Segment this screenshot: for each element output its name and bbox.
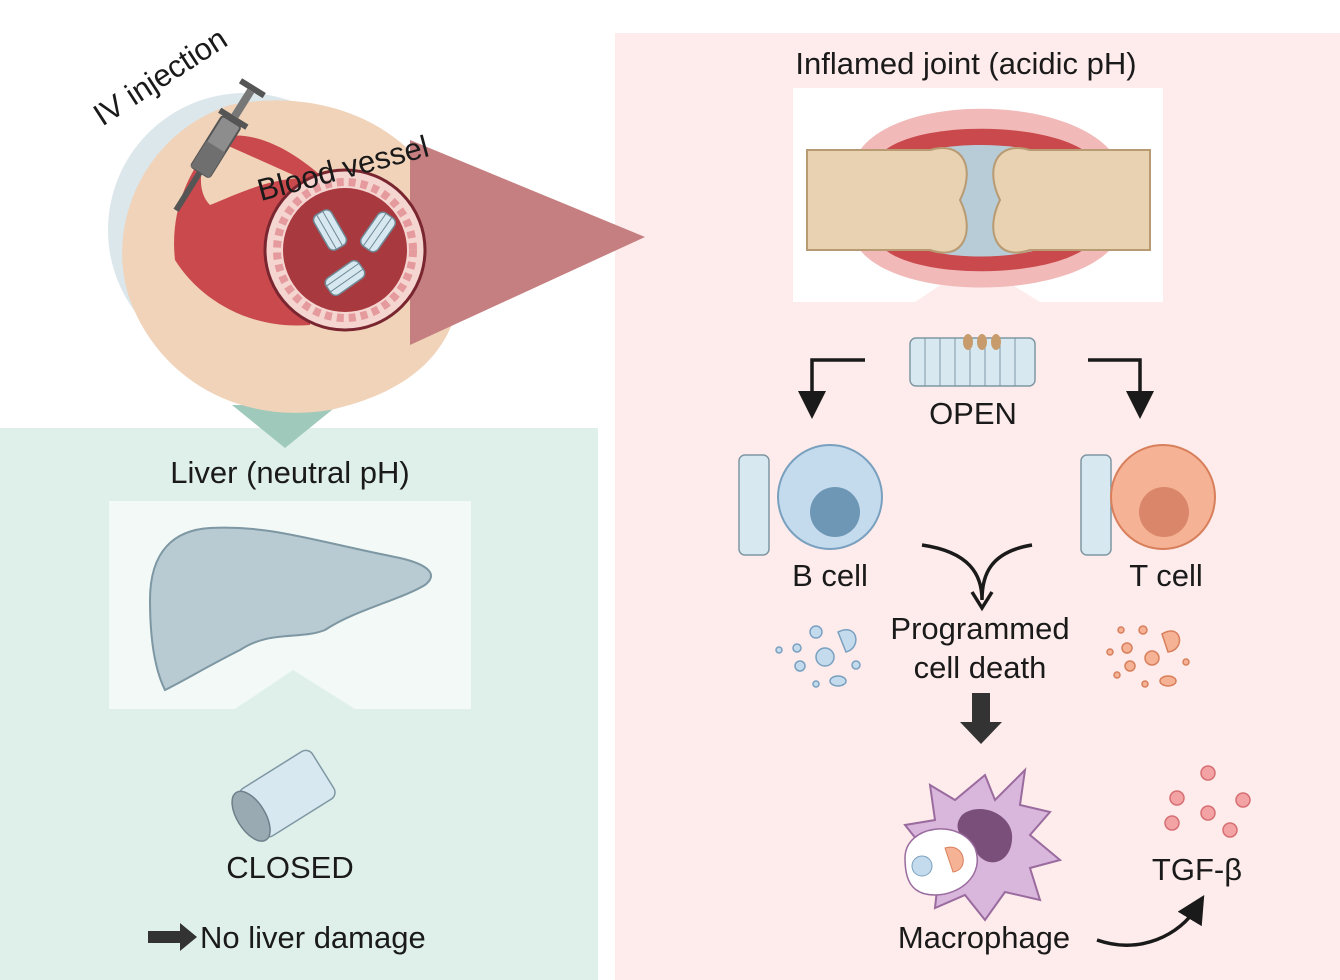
- open-label: OPEN: [929, 396, 1017, 431]
- programmed-cell-death-line1: Programmed: [890, 611, 1070, 646]
- no-liver-damage-label: No liver damage: [200, 920, 426, 955]
- closed-nanotube: [231, 749, 336, 842]
- zoom-cone: [410, 140, 645, 345]
- b-cell: [738, 444, 883, 556]
- converging-arrow: [921, 543, 1033, 601]
- t-cell-label: T cell: [1129, 558, 1203, 593]
- blood-vessel-cross-section: [263, 168, 427, 332]
- arrow-to-tgf-beta: [1096, 895, 1205, 947]
- t-cell-debris: [1106, 625, 1190, 688]
- arrow-to-b-cell: [798, 358, 865, 419]
- no-damage-arrow: [148, 923, 197, 951]
- b-cell-debris: [775, 625, 861, 688]
- liver-label: Liver (neutral pH): [170, 455, 410, 490]
- programmed-cell-death-line2: cell death: [913, 650, 1047, 685]
- syringe-icon: [173, 78, 266, 212]
- open-nanotube: [909, 334, 1036, 387]
- liver-pointer: [232, 405, 338, 448]
- injection-site: [108, 78, 645, 413]
- b-cell-label: B cell: [792, 558, 868, 593]
- macrophage-label: Macrophage: [897, 920, 1071, 955]
- t-cell: [1080, 444, 1216, 556]
- arrow-to-t-cell: [1088, 358, 1154, 419]
- tgf-beta-molecules: [1164, 765, 1251, 838]
- inflamed-joint-label: Inflamed joint (acidic pH): [795, 46, 1137, 81]
- joint-illustration: [793, 88, 1163, 302]
- liver-illustration: [109, 501, 471, 709]
- tgf-beta-label: TGF-β: [1151, 852, 1243, 887]
- arrow-to-macrophage: [960, 693, 1002, 744]
- macrophage: [903, 767, 1063, 922]
- closed-label: CLOSED: [226, 850, 354, 885]
